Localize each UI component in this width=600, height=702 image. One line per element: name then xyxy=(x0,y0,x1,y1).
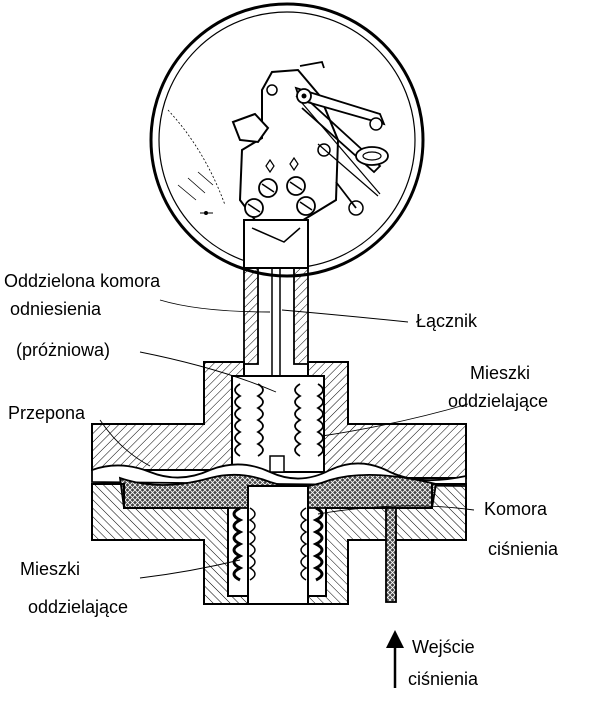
lower-housing xyxy=(91,483,467,605)
screw-slot xyxy=(289,181,303,191)
upper-housing-right xyxy=(307,361,467,479)
leader-vacuum xyxy=(139,351,277,393)
pivot xyxy=(369,117,383,131)
sector-lever xyxy=(231,112,270,144)
link-rod-2 xyxy=(295,95,381,195)
link-rod xyxy=(301,101,382,174)
dial-tick xyxy=(197,171,214,186)
label-bellows-bottom-1: Mieszki xyxy=(20,559,81,579)
socket-detail xyxy=(251,227,301,243)
inlet-pipe xyxy=(385,507,397,603)
lower-bellows-right xyxy=(312,506,324,582)
lower-bellows-right-inner xyxy=(300,507,308,581)
label-bellows-bottom-2: oddzielające xyxy=(28,597,129,617)
lower-bellows-left-inner xyxy=(248,507,256,581)
arrow-head xyxy=(386,630,404,648)
label-pressure-inlet-1: Wejście xyxy=(412,637,475,657)
pressure-chamber xyxy=(247,485,309,605)
slotted-link-slot xyxy=(362,151,382,161)
gauge-dial xyxy=(149,2,425,278)
screw-slot xyxy=(247,203,261,213)
label-bellows-top-1: Mieszki xyxy=(470,363,531,383)
leader-bellows-bottom xyxy=(139,559,241,579)
leader-bellows-top xyxy=(321,403,469,437)
leader-pressure-chamber xyxy=(317,505,475,515)
lever-arm xyxy=(335,181,357,209)
upper-housing xyxy=(91,361,467,479)
label-separated-chamber-1: Oddzielona komora xyxy=(4,271,161,291)
movement-socket xyxy=(243,219,309,269)
label-separated-chamber-3: (próżniowa) xyxy=(16,340,111,360)
label-pressure-chamber-2: ciśnienia xyxy=(488,539,559,559)
leader-lines xyxy=(99,299,475,579)
pivot xyxy=(266,84,278,96)
label-bellows-top-2: oddzielające xyxy=(448,391,549,411)
lever-arm-2 xyxy=(317,143,379,197)
upper-bellows-right xyxy=(294,383,324,457)
screw-slot xyxy=(261,183,275,193)
label-diaphragm: Przepona xyxy=(8,403,86,423)
leader-separated-chamber xyxy=(159,299,271,313)
screw-slot xyxy=(299,201,313,211)
pinion-center xyxy=(301,93,307,99)
lower-bellows-left xyxy=(232,506,244,582)
upper-housing-left xyxy=(91,361,245,471)
arrow-up-icon xyxy=(386,630,404,688)
label-pressure-inlet-2: ciśnienia xyxy=(408,669,479,689)
rod-end-block xyxy=(269,455,285,473)
label-connector: Łącznik xyxy=(416,311,478,331)
leader-connector xyxy=(281,309,409,323)
leader-diaphragm xyxy=(99,419,151,467)
label-pressure-chamber-1: Komora xyxy=(484,499,548,519)
stem-wall-left xyxy=(243,267,259,365)
stem-wall-right xyxy=(293,267,309,365)
dial-tick xyxy=(187,177,206,194)
pointer-tip xyxy=(299,60,325,69)
slotted-link xyxy=(355,146,389,166)
hex-nut xyxy=(265,156,299,174)
upper-bellows-left xyxy=(234,383,264,457)
dial-tick xyxy=(177,184,197,201)
label-separated-chamber-2: odniesienia xyxy=(10,299,102,319)
